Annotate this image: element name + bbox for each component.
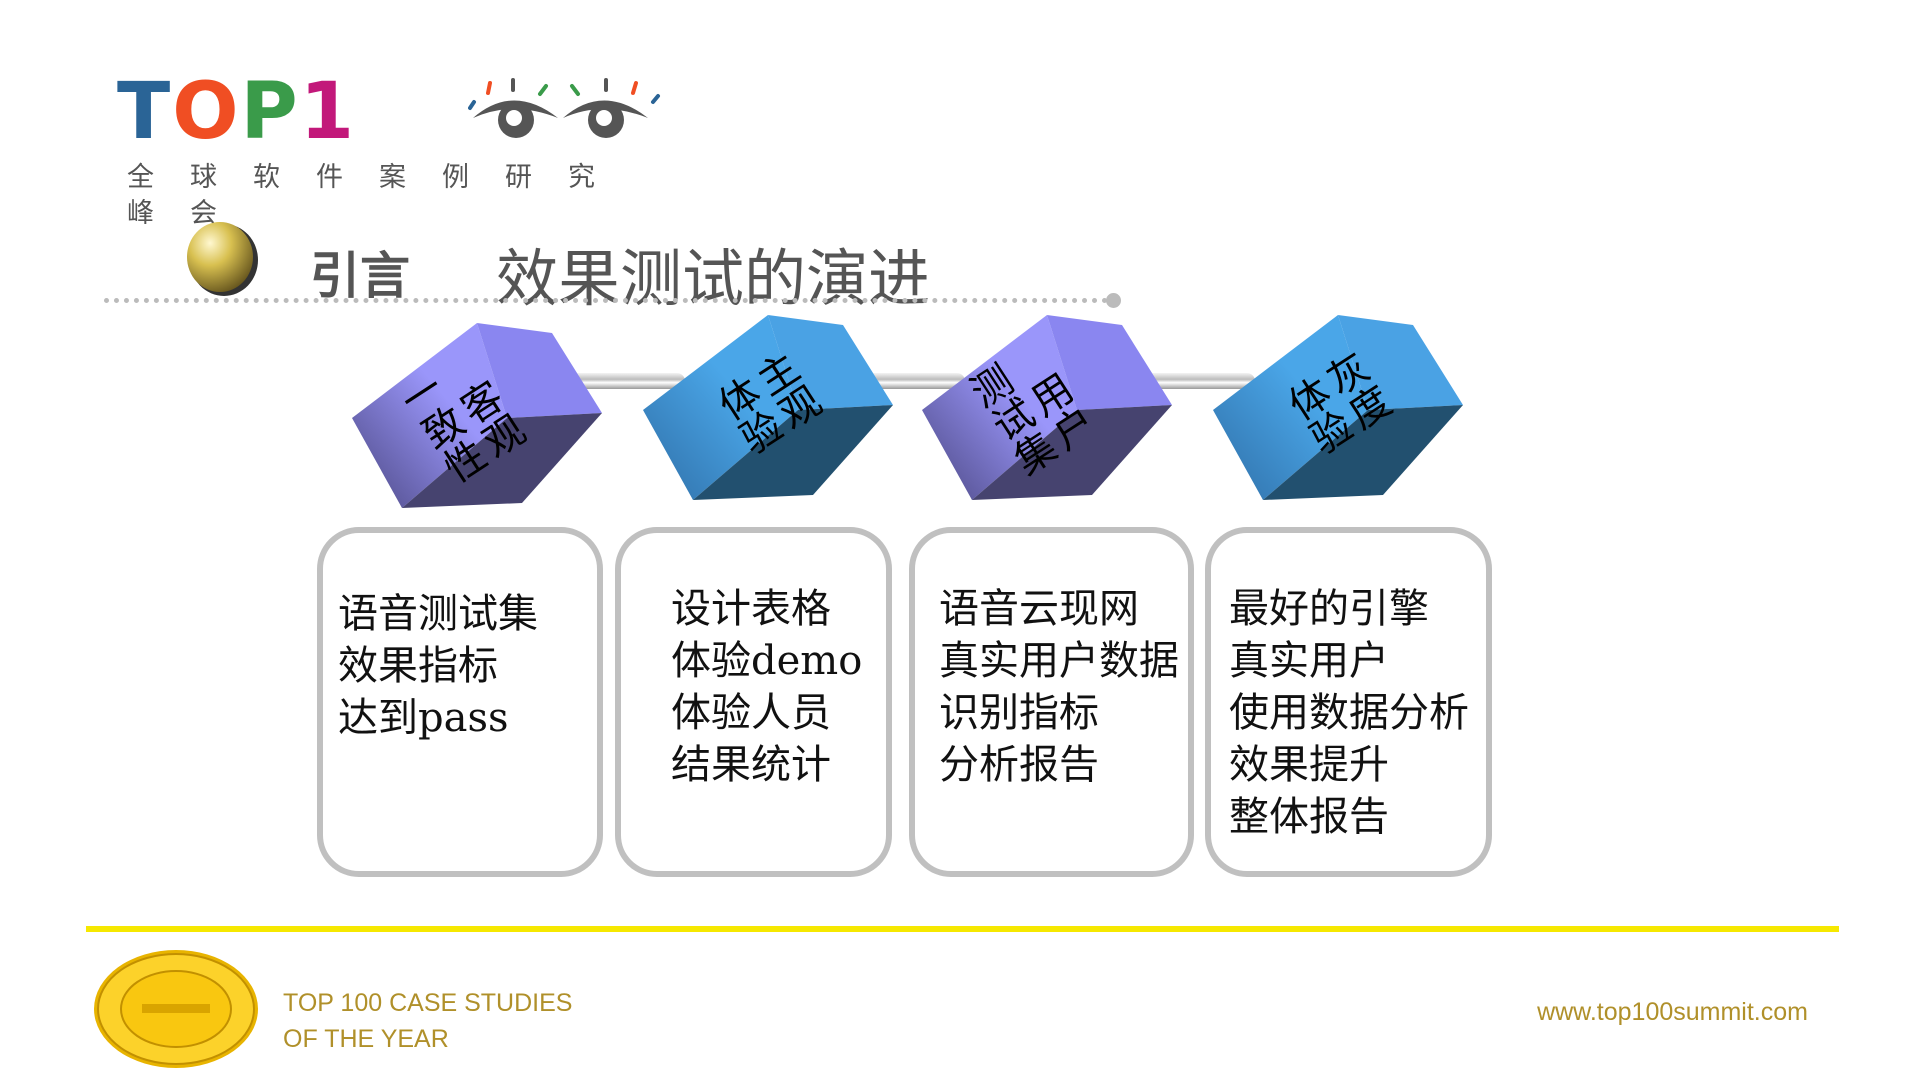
- box-line: 效果提升: [1229, 742, 1389, 788]
- box-line: 真实用户: [1229, 638, 1389, 684]
- footer-divider: [86, 926, 1839, 932]
- cube-shape: [352, 323, 602, 508]
- box-line: 体验人员: [671, 690, 831, 736]
- box-line: 语音云现网: [939, 586, 1139, 632]
- cube-shape: [922, 315, 1172, 500]
- logo: TOP1: [117, 72, 356, 152]
- stage-cube: 灰度体验: [1213, 310, 1473, 510]
- footer-url[interactable]: www.top100summit.com: [1537, 998, 1808, 1026]
- box-line: 分析报告: [939, 742, 1099, 788]
- stage-box: 语音测试集 效果指标 达到pass: [317, 527, 603, 877]
- box-line: 真实用户数据: [939, 638, 1179, 684]
- logo-letter: T: [117, 67, 173, 157]
- stage-box: 最好的引擎 真实用户 使用数据分析 效果提升 整体报告: [1205, 527, 1492, 877]
- stage-box: 语音云现网 真实用户数据 识别指标 分析报告: [909, 527, 1194, 877]
- box-line: 效果指标: [338, 643, 498, 689]
- stage-box: 设计表格 体验demo 体验人员 结果统计: [615, 527, 892, 877]
- box-line: 语音测试集: [338, 591, 538, 637]
- box-line: 整体报告: [1229, 794, 1389, 840]
- logo-letter: 1: [299, 67, 356, 157]
- box-line: 最好的引擎: [1229, 586, 1429, 632]
- box-line: 结果统计: [671, 742, 831, 788]
- page-title: 效果测试的演进: [496, 242, 931, 315]
- title-lead: 引言: [310, 247, 410, 305]
- box-line: 识别指标: [939, 690, 1099, 736]
- divider-end: [1106, 293, 1121, 308]
- logo-subtitle: 全球软件案例研究: [127, 162, 631, 193]
- logo-subtitle-2: 峰会: [127, 198, 253, 229]
- eyes-logo-icon: [468, 78, 660, 138]
- divider: [104, 298, 1108, 303]
- cube-shape: [643, 315, 893, 500]
- cube-shape: [1213, 315, 1463, 500]
- logo-letter: P: [240, 67, 300, 157]
- stage-cube: 主观体验: [643, 310, 903, 510]
- summit-seal-logo: [94, 950, 258, 1068]
- footer-tagline: TOP 100 CASE STUDIES: [283, 989, 573, 1017]
- gold-ball-icon: [187, 222, 258, 296]
- stage-cube: 用户测试集: [922, 310, 1182, 510]
- box-line: 达到pass: [338, 695, 509, 741]
- box-line: 设计表格: [671, 586, 831, 632]
- logo-letter: O: [172, 67, 241, 157]
- footer-tagline-2: OF THE YEAR: [283, 1025, 449, 1053]
- stage-cube: 客观一致性: [352, 318, 612, 518]
- box-line: 体验demo: [671, 638, 863, 684]
- box-line: 使用数据分析: [1229, 690, 1469, 736]
